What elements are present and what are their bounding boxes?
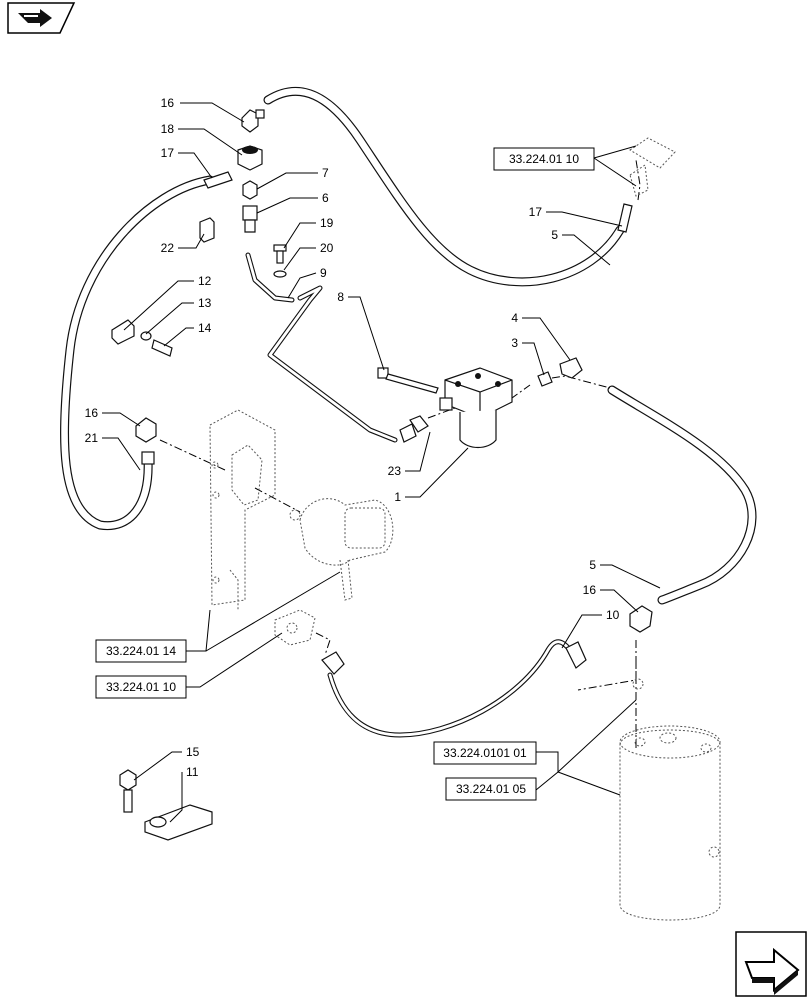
nut-7	[242, 180, 258, 200]
hose-end-17-right	[617, 203, 633, 233]
callout-17-left: 17	[161, 146, 175, 160]
callout-16-right: 16	[583, 583, 597, 597]
callout-18: 18	[161, 122, 175, 136]
ref-bracket-label: 33.224.01 14	[106, 644, 176, 658]
ref-box-coupling[interactable]: 33.224.01 10	[95, 675, 187, 699]
callout-10: 10	[606, 608, 620, 622]
callout-17-right: 17	[529, 205, 543, 219]
callout-14: 14	[198, 321, 212, 335]
callout-12: 12	[198, 274, 212, 288]
arrow-next-icon	[744, 947, 800, 995]
ref-top-label: 33.224.01 10	[509, 152, 579, 166]
callout-11: 11	[186, 765, 199, 779]
coupling-head	[289, 498, 394, 601]
elbow-fitting-16-right	[629, 605, 653, 633]
washer-13	[140, 331, 152, 341]
ghost-connector	[629, 137, 676, 197]
elbow-fitting-10-right	[565, 641, 587, 669]
elbow-fitting-4	[559, 357, 583, 379]
elbow-fitting-16-top	[241, 109, 265, 133]
callout-23: 23	[388, 464, 402, 478]
washer-20	[273, 270, 287, 278]
callout-6: 6	[322, 191, 329, 205]
elbow-fitting-10-left	[321, 651, 345, 675]
callout-16-top: 16	[161, 96, 175, 110]
ref-box-top[interactable]: 33.224.01 10	[493, 147, 595, 171]
ref-tank-b-label: 33.224.01 05	[456, 782, 526, 796]
prev-page-tab[interactable]	[7, 2, 76, 34]
air-tank	[619, 678, 721, 921]
tee-fitting-18	[237, 145, 263, 171]
callout-5-top: 5	[551, 228, 558, 242]
tube-9	[267, 285, 398, 443]
bolt-14	[151, 339, 173, 357]
ref-box-tank-b[interactable]: 33.224.01 05	[445, 777, 537, 801]
hose-left-loop	[59, 175, 215, 531]
hose-end-17-left	[203, 171, 233, 189]
hose-end-21	[141, 451, 155, 465]
ref-coupling-label: 33.224.01 10	[106, 680, 176, 694]
callout-1: 1	[394, 490, 401, 504]
next-page-button[interactable]	[735, 931, 807, 997]
callout-7: 7	[322, 166, 329, 180]
plate-11	[144, 804, 213, 841]
callout-20: 20	[320, 241, 334, 255]
adapter-3	[537, 371, 553, 387]
callout-numbers: 16 18 17 7 6 19 20 9 22 12 13 14 8 4 3 1…	[85, 96, 620, 779]
callout-22: 22	[161, 241, 175, 255]
callout-15: 15	[186, 745, 200, 759]
coupling-fitting	[274, 609, 316, 646]
callout-3: 3	[511, 336, 518, 350]
ref-box-tank-a[interactable]: 33.224.0101 01	[433, 741, 537, 765]
callout-9: 9	[320, 266, 327, 280]
nut-22	[199, 217, 215, 243]
bolt-15	[119, 769, 137, 813]
ref-tank-a-label: 33.224.0101 01	[443, 746, 527, 760]
union-6	[242, 205, 258, 233]
callout-13: 13	[198, 296, 212, 310]
callout-21: 21	[85, 431, 99, 445]
callout-8: 8	[337, 290, 344, 304]
tube-6-7	[245, 252, 295, 303]
callout-4: 4	[511, 311, 518, 325]
hose-top-arc	[263, 86, 625, 287]
fitting-23	[399, 415, 429, 443]
bolt-19	[273, 244, 287, 264]
bracket-plate	[209, 409, 276, 610]
ref-box-bracket[interactable]: 33.224.01 14	[95, 639, 187, 663]
leader-lines	[102, 102, 661, 823]
callout-19: 19	[320, 216, 334, 230]
arrow-back-icon	[18, 9, 52, 27]
bolt-8	[377, 367, 439, 394]
tube-bottom	[327, 639, 573, 738]
hose-right-loop	[607, 385, 757, 605]
callout-16-left: 16	[85, 406, 99, 420]
valve-body	[439, 367, 513, 449]
elbow-fitting-16-left	[135, 417, 157, 443]
callout-5-bottom: 5	[589, 558, 596, 572]
